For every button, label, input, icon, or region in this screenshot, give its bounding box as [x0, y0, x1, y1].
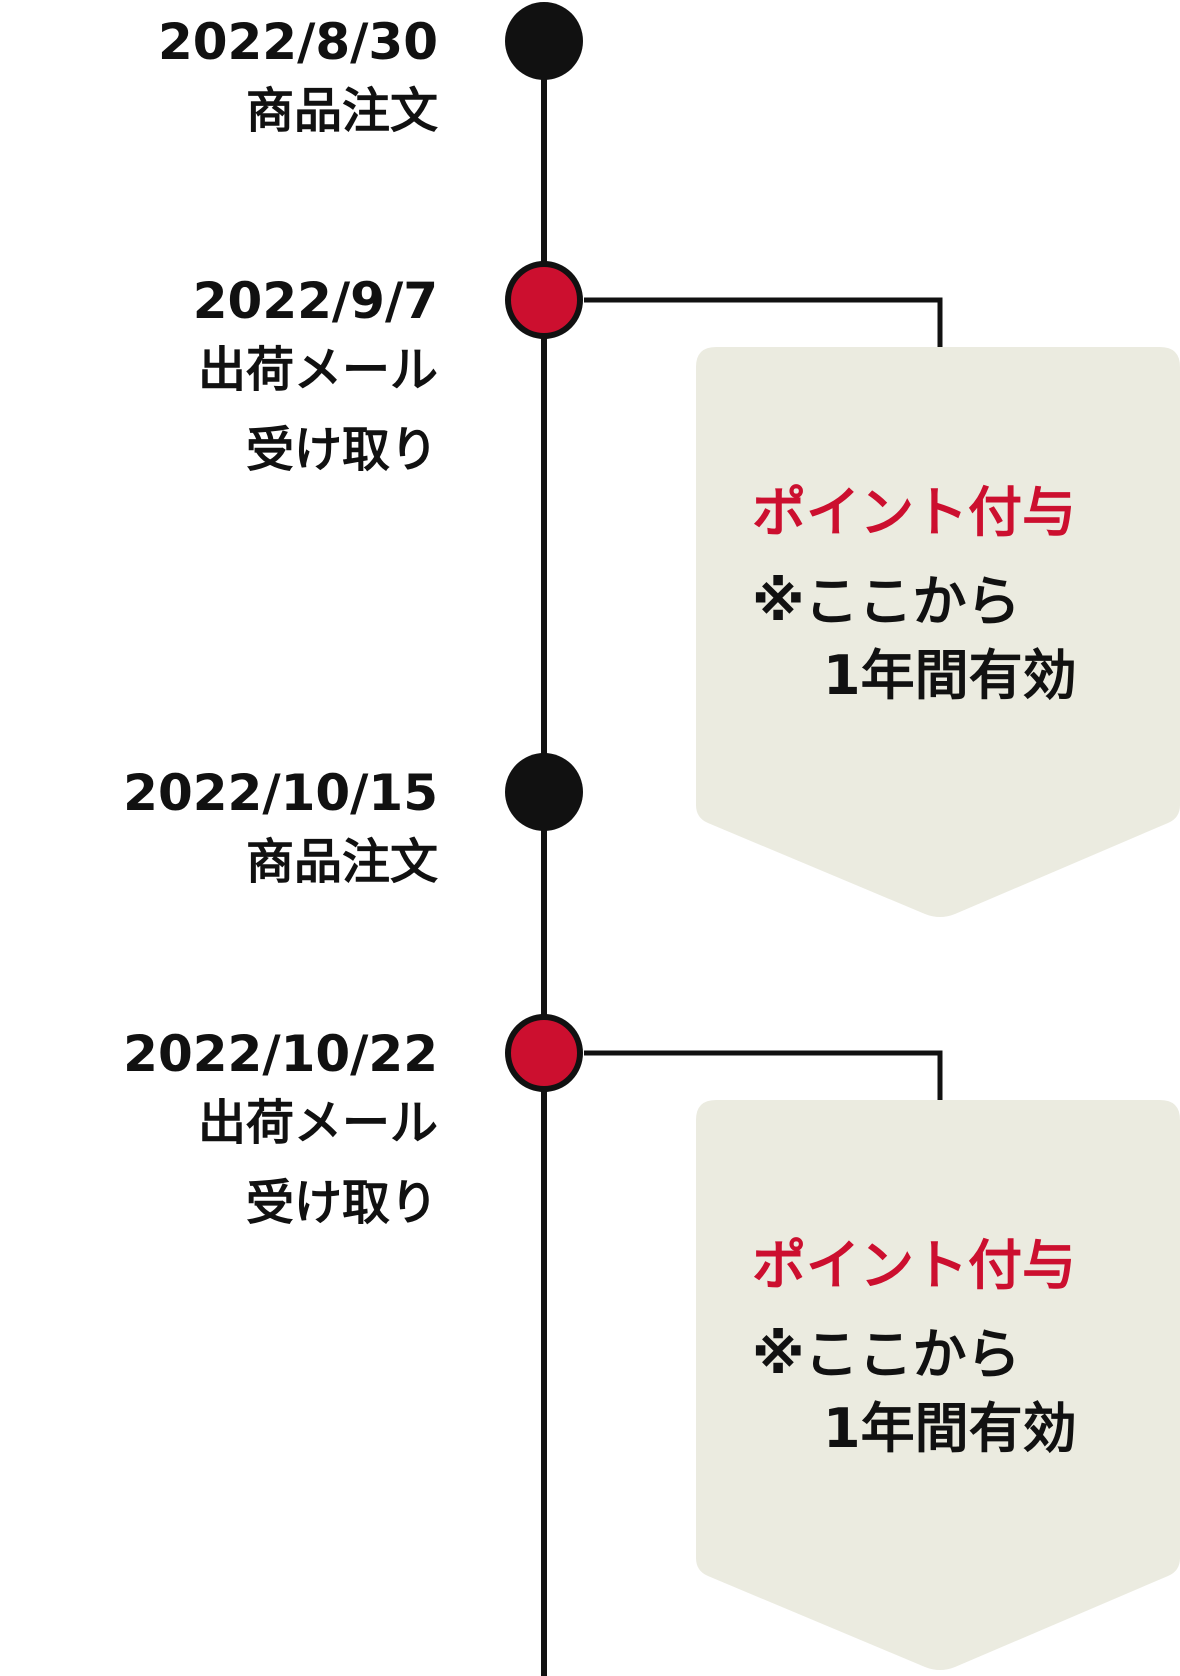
callout-note: ※ここから: [752, 1323, 1021, 1386]
event-shipping: 2022/10/22 出荷メール 受け取り: [123, 1026, 438, 1244]
event-shipping: 2022/9/7 出荷メール 受け取り: [193, 273, 438, 491]
event-order: 2022/8/30 商品注文: [158, 14, 438, 152]
event-label: 出荷メール: [197, 1095, 438, 1151]
shipping-dot: [505, 261, 583, 339]
connector-line: [584, 1050, 943, 1100]
shipping-dot: [505, 1014, 583, 1092]
event-date: 2022/10/22: [123, 1025, 438, 1083]
callout-text: ポイント付与 ※ここから 1年間有効: [752, 483, 1077, 713]
order-dot: [505, 753, 583, 831]
callout-box: [696, 347, 1180, 917]
callout-title: ポイント付与: [752, 1234, 1076, 1297]
event-label: 商品注文: [245, 834, 438, 890]
callout-note: 1年間有効: [823, 1397, 1077, 1460]
event-label: 受け取り: [245, 422, 438, 478]
event-date: 2022/10/15: [123, 764, 438, 822]
event-date: 2022/8/30: [157, 13, 438, 71]
callout-note: 1年間有効: [823, 644, 1077, 707]
event-date: 2022/9/7: [192, 272, 438, 330]
event-label: 出荷メール: [197, 342, 438, 398]
order-dot: [505, 2, 583, 80]
event-label: 商品注文: [245, 83, 438, 139]
event-order: 2022/10/15 商品注文: [123, 765, 438, 903]
callout-text: ポイント付与 ※ここから 1年間有効: [752, 1236, 1077, 1466]
callout-note: ※ここから: [752, 570, 1021, 633]
connector-line: [584, 297, 943, 347]
callout-box: [696, 1100, 1180, 1670]
callout-title: ポイント付与: [752, 481, 1076, 544]
event-label: 受け取り: [245, 1175, 438, 1231]
